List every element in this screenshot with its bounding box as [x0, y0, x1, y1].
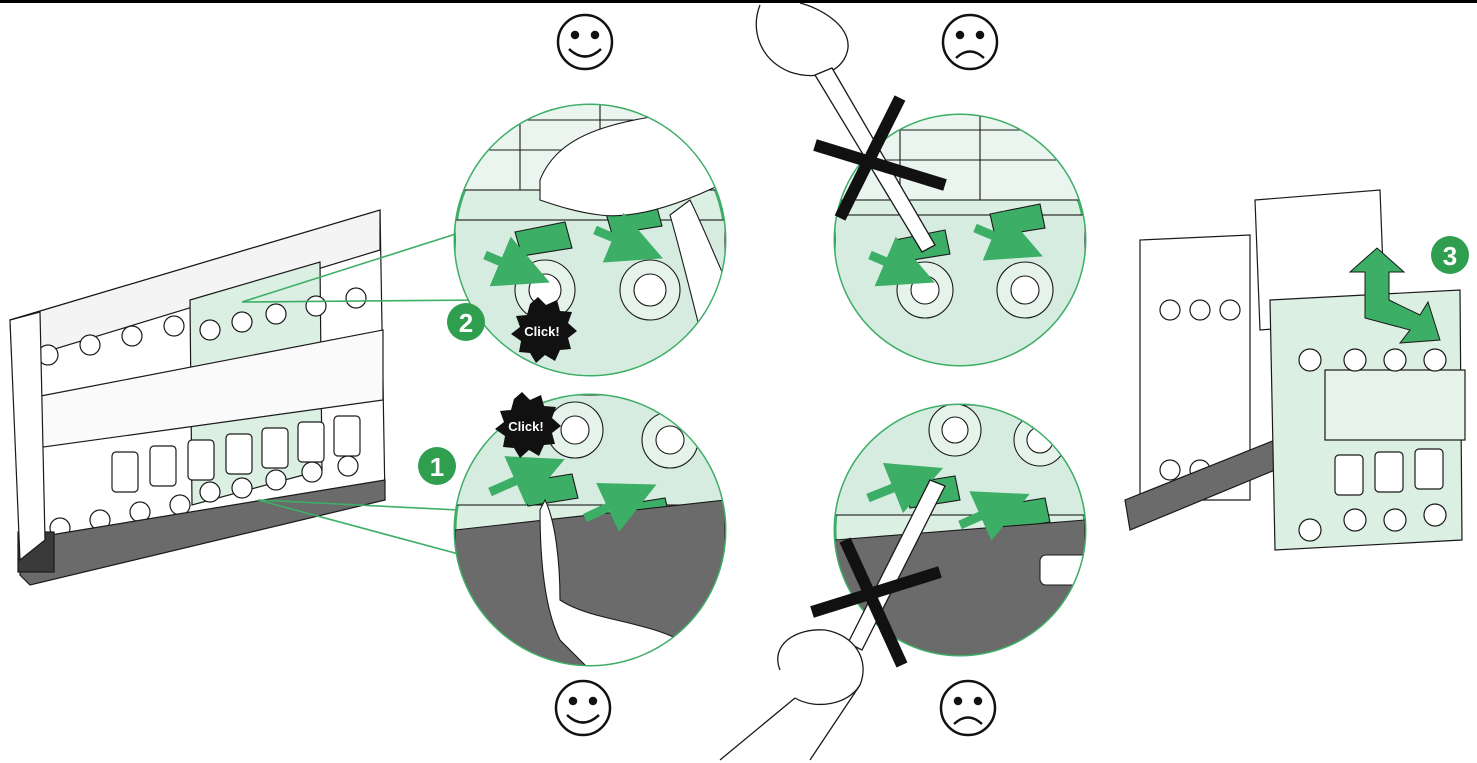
step-number: 3 — [1443, 241, 1457, 271]
left-breaker-assembly — [10, 210, 385, 585]
step-badge-1: 1 — [418, 447, 456, 485]
step-badge-3: 3 — [1431, 236, 1469, 274]
click-label: Click! — [524, 324, 559, 339]
step-number: 1 — [430, 452, 444, 482]
smiley-face-icon — [558, 15, 612, 69]
zoom-correct-removal — [455, 100, 740, 380]
right-breaker-assembly — [1125, 190, 1465, 550]
sad-face-icon — [943, 15, 997, 69]
sad-face-icon — [941, 681, 995, 735]
step-badge-2: 2 — [447, 303, 485, 341]
click-label: Click! — [508, 419, 543, 434]
smiley-face-icon — [556, 681, 610, 735]
step-number: 2 — [459, 308, 473, 338]
zoom-correct-insertion — [455, 395, 735, 680]
